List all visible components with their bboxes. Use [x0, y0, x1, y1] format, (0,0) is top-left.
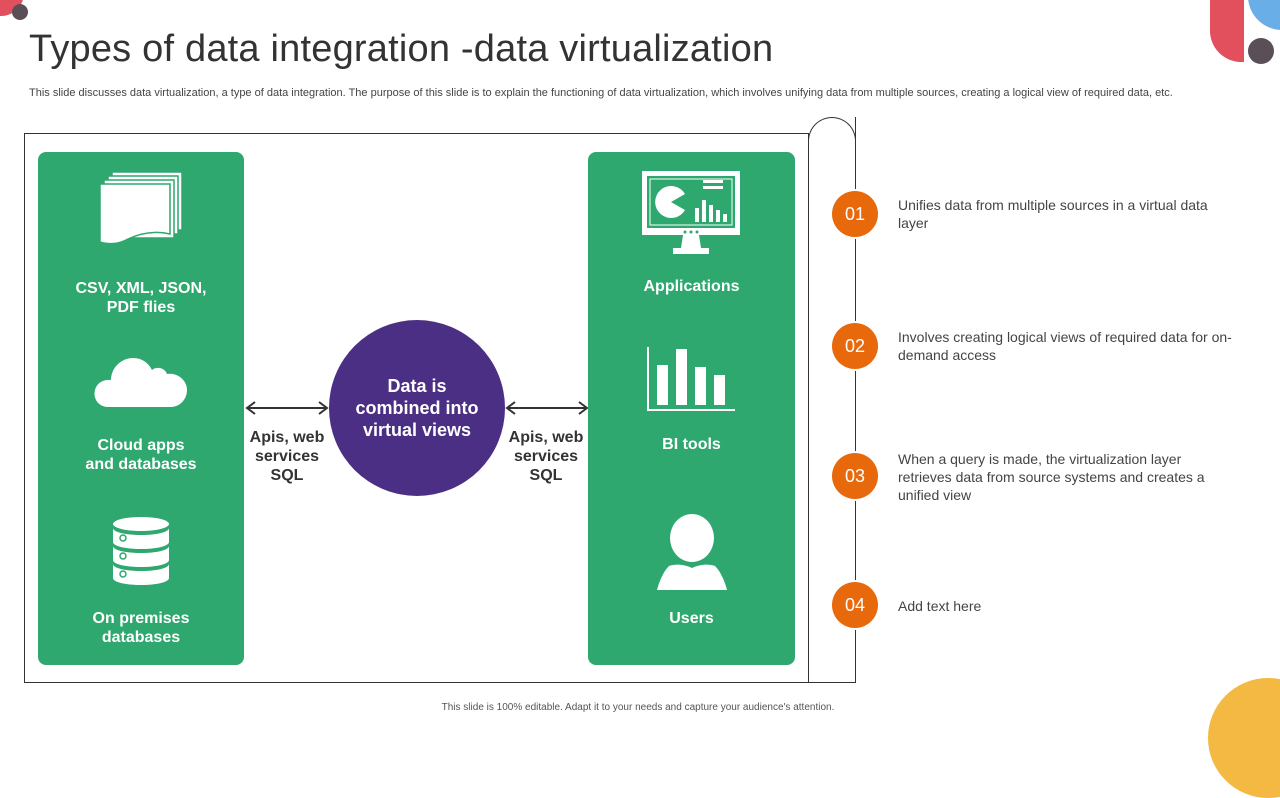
- documents-icon: [99, 171, 183, 245]
- decor-dark-dot-top-left: [12, 4, 28, 20]
- timeline-frame-bottom: [808, 682, 856, 683]
- left-connector-label: Apis, web services SQL: [249, 429, 325, 484]
- consumers-item-label-bi: BI tools: [662, 436, 721, 453]
- timeline-frame-top: [808, 117, 856, 165]
- consumers-item-label-users: Users: [669, 610, 714, 627]
- virtual-views-label: Data is combined into virtual views: [355, 376, 479, 440]
- step-text-02: Involves creating logical views of requi…: [898, 329, 1232, 363]
- step-text-04: Add text here: [898, 598, 982, 614]
- step-badge-03: 03: [832, 453, 878, 499]
- page-subtitle: This slide discusses data virtualization…: [29, 87, 1173, 99]
- sources-item-label-onprem: On premises databases: [92, 610, 190, 646]
- consumers-item-label-applications: Applications: [643, 278, 740, 295]
- decor-yellow-bottom-right: [1208, 678, 1280, 798]
- page-title: Types of data integration -data virtuali…: [29, 28, 774, 70]
- step-badge-02: 02: [832, 323, 878, 369]
- footer-note: This slide is 100% editable. Adapt it to…: [441, 702, 835, 713]
- right-connector-label: Apis, web services SQL: [508, 429, 584, 484]
- decor-blue-top-right: [1248, 0, 1280, 30]
- user-icon: [657, 514, 727, 590]
- step-text-03: When a query is made, the virtualization…: [898, 451, 1205, 503]
- sources-item-label-files: CSV, XML, JSON, PDF flies: [75, 280, 207, 316]
- decor-dark-circle-top-right: [1248, 38, 1274, 64]
- database-icon: [113, 517, 169, 585]
- sources-item-label-cloud: Cloud apps and databases: [85, 437, 197, 473]
- monitor-dashboard-icon: [642, 171, 740, 254]
- step-badge-04: 04: [832, 582, 878, 628]
- bar-chart-icon: [647, 347, 735, 411]
- diagram-frame: [24, 133, 809, 683]
- step-badge-01: 01: [832, 191, 878, 237]
- virtual-views-circle: Data is combined into virtual views: [329, 320, 505, 496]
- step-text-01: Unifies data from multiple sources in a …: [898, 197, 1208, 231]
- cloud-icon: [94, 358, 187, 407]
- right-double-arrow: [505, 401, 589, 415]
- left-double-arrow: [245, 401, 329, 415]
